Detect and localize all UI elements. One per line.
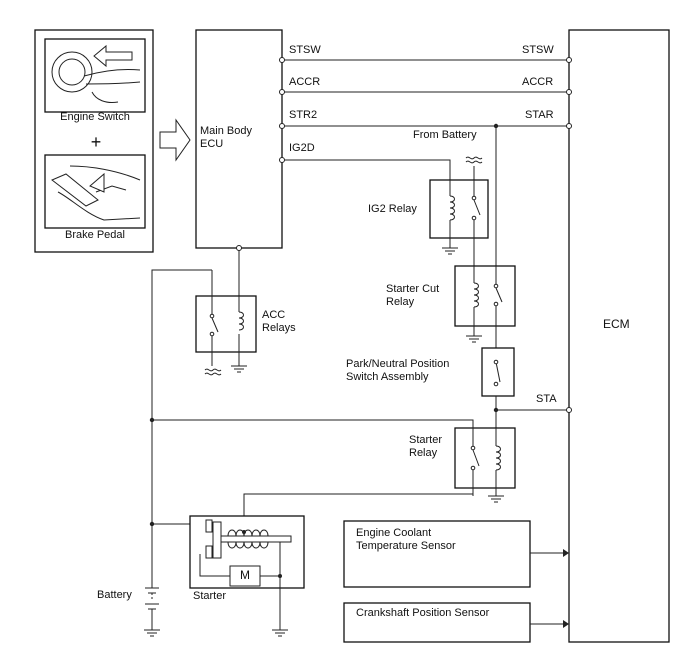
engine-switch-label: Engine Switch bbox=[60, 111, 130, 123]
engine-coolant-sensor-box bbox=[343, 520, 531, 588]
plus-sign: + bbox=[90, 132, 102, 152]
crankshaft-sensor-box bbox=[343, 602, 531, 643]
ecm-box bbox=[568, 29, 670, 643]
acc-relays-label: ACC Relays bbox=[262, 309, 296, 334]
starter-cut-relay-label: Starter Cut Relay bbox=[386, 283, 440, 308]
input-arrow-icon bbox=[159, 118, 191, 162]
park-neutral-label: Park/Neutral Position Switch Assembly bbox=[346, 358, 450, 383]
ecm-accr-label: ACCR bbox=[522, 76, 554, 88]
crankshaft-label: Crankshaft Position Sensor bbox=[356, 607, 490, 619]
battery-label: Battery bbox=[97, 589, 132, 601]
starter-cut-relay-box bbox=[454, 265, 516, 327]
engine-coolant-label: Engine Coolant Temperature Sensor bbox=[356, 527, 456, 552]
from-battery-label: From Battery bbox=[413, 129, 477, 141]
ig2d-line bbox=[282, 159, 451, 180]
ecu-ig2d-label: IG2D bbox=[289, 142, 315, 154]
ecu-str2-label: STR2 bbox=[289, 109, 318, 121]
push-button-icon bbox=[51, 44, 141, 103]
brake-pedal-icon bbox=[51, 165, 141, 221]
ecu-stsw-label: STSW bbox=[289, 44, 321, 56]
main-body-ecu-label: Main Body ECU bbox=[200, 125, 252, 150]
ecm-label: ECM bbox=[603, 317, 630, 331]
ecm-star-label: STAR bbox=[525, 109, 554, 121]
ecu-accr-label: ACCR bbox=[289, 76, 321, 88]
starter-relay-box bbox=[454, 427, 516, 489]
ecm-sta-label: STA bbox=[536, 393, 557, 405]
brake-pedal-picture bbox=[44, 154, 146, 229]
ig2-relay-box bbox=[429, 179, 489, 239]
motor-label: M bbox=[240, 568, 250, 582]
brake-pedal-label: Brake Pedal bbox=[65, 229, 125, 241]
ecm-stsw-label: STSW bbox=[522, 44, 554, 56]
starter-label: Starter bbox=[193, 590, 227, 602]
ig2-relay-label: IG2 Relay bbox=[368, 203, 417, 215]
starter-relay-label: Starter Relay bbox=[409, 434, 443, 459]
acc-relays-box bbox=[195, 295, 257, 353]
